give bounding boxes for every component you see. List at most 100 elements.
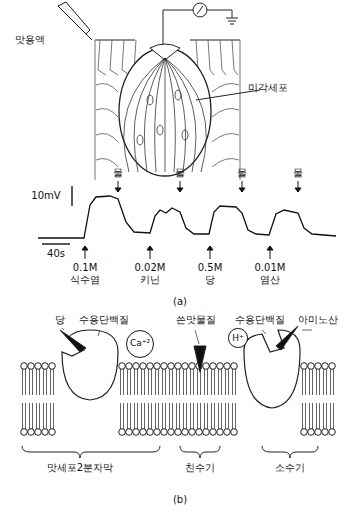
- lipid-head: [308, 363, 315, 370]
- lipid-tail: [184, 369, 187, 395]
- lipid-tail: [128, 403, 131, 429]
- lipid-tail: [317, 369, 320, 395]
- lipid-head: [315, 363, 322, 370]
- lipid-tail: [331, 369, 334, 395]
- brace: [180, 446, 220, 458]
- lipid-head: [182, 363, 189, 370]
- lipid-head: [217, 363, 224, 370]
- lipid-head: [161, 363, 168, 370]
- taste-bud: [119, 48, 211, 176]
- lipid-head: [196, 429, 203, 436]
- cell-wall: [96, 134, 118, 142]
- lipid-head: [49, 429, 56, 436]
- meter: [193, 3, 207, 17]
- label: 친수기: [185, 462, 215, 474]
- taste-cell: [165, 58, 196, 172]
- lipid-head: [322, 429, 329, 436]
- label: 맛용액: [15, 34, 45, 46]
- taste-cell: [165, 58, 186, 172]
- taste-cell: [144, 58, 165, 172]
- nucleus: [182, 130, 188, 140]
- cell-wall: [122, 40, 130, 75]
- cell-wall: [110, 40, 118, 75]
- response-trace: [38, 196, 336, 238]
- taste-cell: [165, 58, 175, 172]
- lipid-head: [154, 429, 161, 436]
- lipid-head: [301, 429, 308, 436]
- lipid-head: [182, 429, 189, 436]
- lipid-tail: [226, 369, 229, 395]
- label: 맛세포2분자막: [47, 462, 113, 474]
- lipid-head: [140, 429, 147, 436]
- lipid-tail: [30, 369, 33, 395]
- arrow-head: [147, 246, 153, 250]
- lipid-tail: [310, 369, 313, 395]
- lipid-head: [147, 363, 154, 370]
- label: 0.5M 당: [192, 262, 228, 285]
- lipid-tail: [233, 403, 236, 429]
- stimulus-arrows: [82, 181, 301, 259]
- cell-wall: [212, 159, 239, 167]
- label: 0.1M 식수염: [67, 262, 103, 285]
- lipid-head: [133, 363, 140, 370]
- lipid-head: [231, 429, 238, 436]
- lipid-tail: [212, 403, 215, 429]
- taste-cell: [165, 58, 206, 172]
- label: (a): [173, 296, 187, 308]
- leader-line: [62, 328, 312, 344]
- cell-wall: [96, 109, 118, 117]
- lipid-head: [308, 429, 315, 436]
- nucleus: [157, 125, 163, 135]
- lipid-tail: [121, 403, 124, 429]
- lipid-head: [28, 363, 35, 370]
- lipid-tail: [142, 403, 145, 429]
- tissue-edge: [95, 40, 240, 180]
- lipid-tail: [170, 403, 173, 429]
- lipid-tail: [142, 369, 145, 395]
- lipid-head: [189, 363, 196, 370]
- label: 당: [55, 314, 65, 326]
- lipid-tail: [156, 369, 159, 395]
- lipid-tail: [121, 369, 124, 395]
- lipid-head: [168, 363, 175, 370]
- lipid-tail: [163, 403, 166, 429]
- lipid-tail: [170, 369, 173, 395]
- label: 물: [113, 167, 123, 179]
- epithelium-surface: [95, 40, 240, 41]
- receptor-protein: [244, 330, 300, 408]
- lipid-head: [42, 363, 49, 370]
- lipid-head: [35, 429, 42, 436]
- lipid-tail: [37, 403, 40, 429]
- lipid-tail: [23, 369, 26, 395]
- lipid-tail: [303, 369, 306, 395]
- scale-bar-time: [42, 243, 70, 245]
- taste-cell: [134, 58, 165, 172]
- lipid-head: [119, 363, 126, 370]
- lipid-tail: [149, 403, 152, 429]
- cell-wall: [98, 40, 106, 75]
- cell-wall: [212, 134, 239, 142]
- lipid-head: [140, 363, 147, 370]
- ground: [207, 10, 238, 24]
- lipid-tail: [324, 403, 327, 429]
- lipid-head: [203, 429, 210, 436]
- lipid-head: [154, 363, 161, 370]
- lipid-head: [147, 429, 154, 436]
- taste-cell: [155, 58, 165, 172]
- lipid-head: [231, 363, 238, 370]
- lipid-head: [133, 429, 140, 436]
- lipid-tail: [317, 403, 320, 429]
- ion-circle: H⁺: [228, 328, 248, 348]
- lipid-tail: [184, 403, 187, 429]
- pipette: [58, 2, 90, 34]
- lipid-head: [35, 363, 42, 370]
- lipid-tail: [37, 369, 40, 395]
- ion-label: H⁺: [232, 334, 244, 343]
- lipid-head: [210, 363, 217, 370]
- nucleus: [175, 90, 181, 100]
- taste-cell: [165, 58, 166, 172]
- lipid-head: [126, 363, 133, 370]
- lipid-tail: [156, 403, 159, 429]
- cell-wall: [96, 159, 118, 167]
